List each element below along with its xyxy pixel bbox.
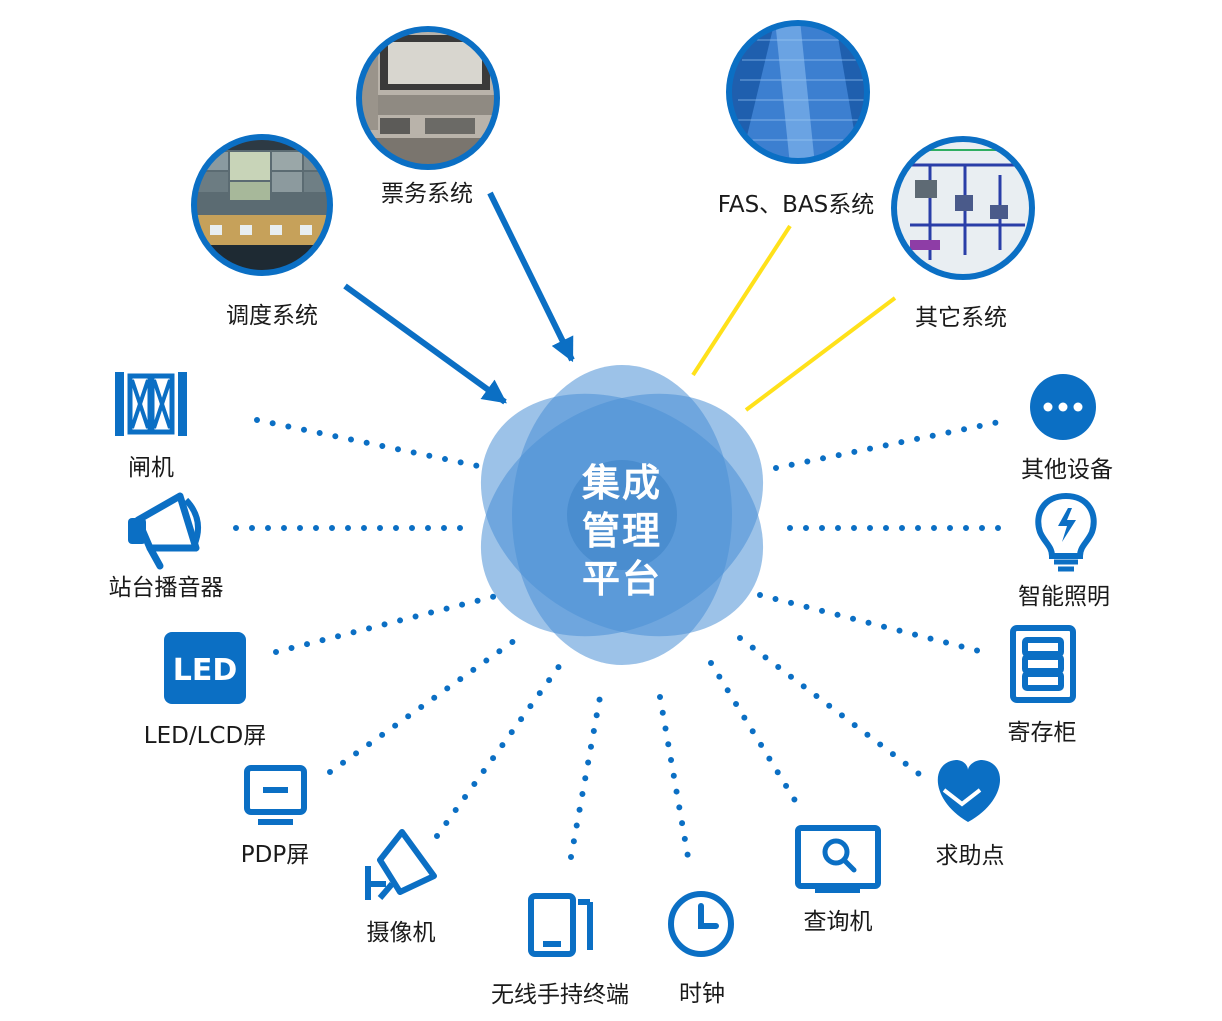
dotted-line-led — [273, 592, 503, 655]
dotted-line-gate — [254, 417, 491, 471]
hub-flower — [480, 365, 764, 665]
kiosk-search-icon — [795, 825, 881, 893]
label-handheld: 无线手持终端 — [491, 982, 629, 1008]
tablet-icon — [528, 893, 593, 957]
megaphone-icon — [128, 492, 202, 570]
label-ticketing-system: 票务系统 — [381, 181, 473, 207]
dotted-line-clock — [657, 694, 691, 860]
hub-title-line2: 管理 — [581, 509, 662, 553]
dotted-line-camera — [434, 662, 563, 839]
label-kiosk: 查询机 — [803, 909, 873, 935]
dotted-line-locker — [757, 592, 986, 655]
label-help-point: 求助点 — [935, 843, 1005, 869]
other-systems-photo — [891, 136, 1035, 280]
camera-icon — [365, 829, 437, 900]
hub-title-line3: 平台 — [581, 557, 662, 601]
label-other-devices: 其他设备 — [1021, 457, 1113, 483]
label-camera: 摄像机 — [366, 920, 436, 946]
dispatch-photo — [191, 134, 333, 276]
label-led-screen: LED/LCD屏 — [143, 723, 267, 749]
lightbulb-icon — [1035, 492, 1097, 572]
locker-icon — [1010, 625, 1076, 703]
led-icon: LED — [164, 632, 246, 704]
dotted-line-handheld — [568, 694, 603, 860]
label-smart-lighting: 智能照明 — [1018, 584, 1110, 610]
hub-title-line1: 集成 — [581, 461, 662, 505]
fas-bas-photo — [726, 20, 870, 164]
label-clock: 时钟 — [679, 981, 725, 1007]
line-fas-bas — [691, 224, 792, 377]
label-other-systems: 其它系统 — [915, 305, 1007, 331]
line-other-systems — [744, 296, 897, 412]
arrow-ticketing — [487, 191, 575, 363]
clock-icon — [668, 891, 734, 957]
label-locker: 寄存柜 — [1007, 720, 1077, 746]
label-speaker: 站台播音器 — [108, 575, 224, 601]
dotted-line-pdp — [327, 635, 521, 775]
dotted-line-kiosk — [708, 660, 805, 815]
label-pdp-screen: PDP屏 — [240, 842, 310, 868]
label-gate: 闸机 — [128, 455, 174, 481]
more-dots-icon — [1030, 374, 1096, 440]
handshake-heart-icon — [937, 760, 1001, 822]
led-icon-text: LED — [173, 653, 238, 688]
arrow-dispatch — [343, 283, 507, 405]
label-fas-bas-system: FAS、BAS系统 — [717, 192, 875, 218]
dotted-line-other-devices — [773, 418, 1007, 471]
gate-icon — [115, 372, 187, 436]
pdp-screen-icon — [244, 765, 307, 825]
ticketing-photo — [356, 26, 500, 170]
label-dispatch-system: 调度系统 — [226, 303, 318, 329]
